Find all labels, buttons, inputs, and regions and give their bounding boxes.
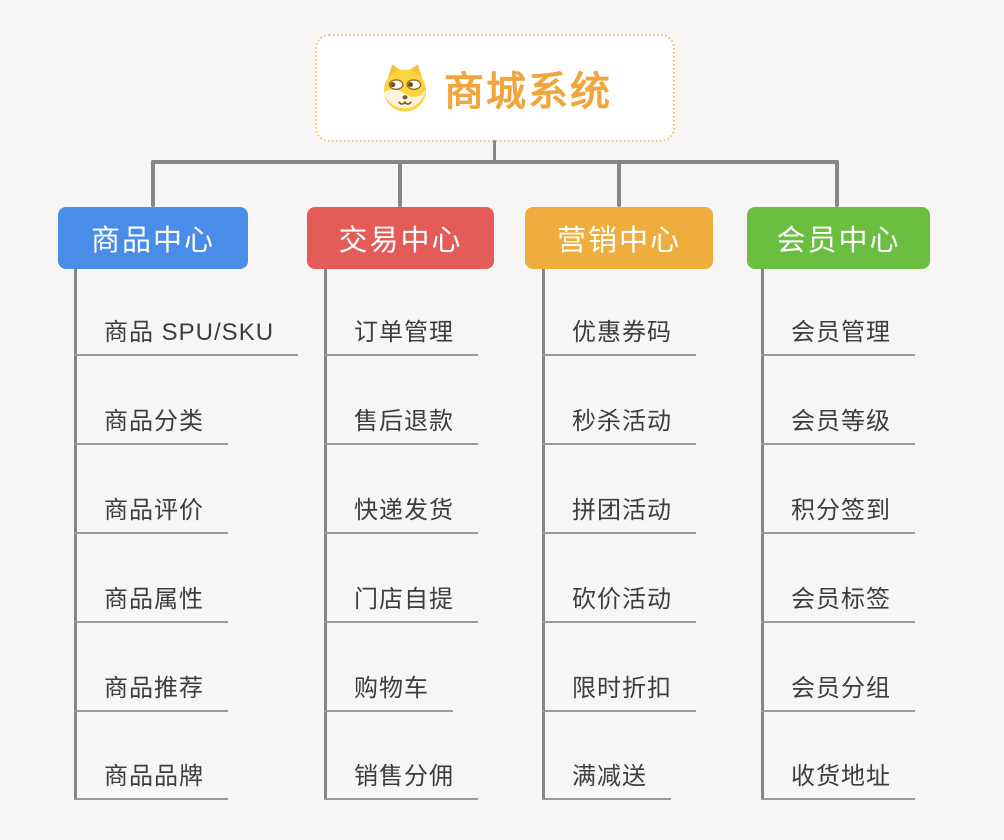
leaf-node-label: 商品推荐 bbox=[104, 675, 204, 702]
leaf-node[interactable]: 商品分类 bbox=[74, 392, 228, 445]
branch-node-label: 交易中心 bbox=[338, 225, 463, 257]
leaf-node-label: 商品评价 bbox=[104, 497, 204, 524]
leaf-node-label: 售后退款 bbox=[354, 408, 454, 435]
leaf-node[interactable]: 订单管理 bbox=[324, 303, 478, 356]
leaf-node[interactable]: 秒杀活动 bbox=[542, 392, 696, 445]
leaf-node-label: 拼团活动 bbox=[572, 497, 672, 524]
connector-root-stub bbox=[492, 140, 497, 163]
leaf-node-label: 会员标签 bbox=[791, 586, 891, 613]
leaf-node[interactable]: 商品 SPU/SKU bbox=[74, 303, 299, 356]
leaf-node[interactable]: 商品推荐 bbox=[74, 659, 228, 712]
leaf-node[interactable]: 购物车 bbox=[324, 659, 453, 712]
leaf-node-label: 秒杀活动 bbox=[572, 408, 672, 435]
leaf-node[interactable]: 优惠券码 bbox=[542, 303, 696, 356]
branch-node-label: 商品中心 bbox=[90, 225, 215, 257]
leaf-node-label: 会员分组 bbox=[791, 675, 891, 702]
connector-trunk-member-center bbox=[761, 269, 764, 800]
leaf-node[interactable]: 会员分组 bbox=[761, 659, 915, 712]
leaf-node-label: 订单管理 bbox=[354, 319, 454, 346]
leaf-node[interactable]: 积分签到 bbox=[761, 481, 915, 534]
leaf-node-label: 积分签到 bbox=[791, 497, 891, 524]
root-node[interactable]: 商城系统 bbox=[315, 34, 675, 142]
branch-node-product-center[interactable]: 商品中心 bbox=[58, 207, 248, 269]
leaf-node-label: 销售分佣 bbox=[354, 763, 454, 790]
leaf-node[interactable]: 会员管理 bbox=[761, 303, 915, 356]
leaf-node-label: 收货地址 bbox=[791, 763, 891, 790]
leaf-node-label: 会员等级 bbox=[791, 408, 891, 435]
leaf-node[interactable]: 拼团活动 bbox=[542, 481, 696, 534]
leaf-node-label: 商品分类 bbox=[104, 408, 204, 435]
leaf-node-label: 会员管理 bbox=[791, 319, 891, 346]
leaf-node[interactable]: 限时折扣 bbox=[542, 659, 696, 712]
leaf-node[interactable]: 快递发货 bbox=[324, 481, 478, 534]
leaf-node-label: 砍价活动 bbox=[572, 586, 672, 613]
leaf-node[interactable]: 会员标签 bbox=[761, 570, 915, 623]
connector-trunk-product-center bbox=[74, 269, 77, 800]
branch-node-label: 会员中心 bbox=[776, 225, 901, 257]
leaf-node-label: 购物车 bbox=[354, 675, 429, 702]
leaf-node[interactable]: 满减送 bbox=[542, 747, 671, 800]
leaf-node[interactable]: 门店自提 bbox=[324, 570, 478, 623]
leaf-node-label: 商品品牌 bbox=[104, 763, 204, 790]
leaf-node[interactable]: 商品评价 bbox=[74, 481, 228, 534]
leaf-node-label: 优惠券码 bbox=[572, 319, 672, 346]
leaf-node[interactable]: 商品品牌 bbox=[74, 747, 228, 800]
leaf-node-label: 满减送 bbox=[572, 763, 647, 790]
leaf-node[interactable]: 会员等级 bbox=[761, 392, 915, 445]
leaf-node[interactable]: 商品属性 bbox=[74, 570, 228, 623]
connector-trunk-marketing-center bbox=[542, 269, 545, 800]
leaf-node-label: 门店自提 bbox=[354, 586, 454, 613]
branch-node-trade-center[interactable]: 交易中心 bbox=[307, 207, 494, 269]
branch-node-label: 营销中心 bbox=[556, 225, 681, 257]
connector-trunk-trade-center bbox=[324, 269, 327, 800]
connector-drop-product-center bbox=[151, 160, 155, 207]
leaf-node[interactable]: 收货地址 bbox=[761, 747, 915, 800]
leaf-node-label: 商品属性 bbox=[104, 586, 204, 613]
leaf-node[interactable]: 销售分佣 bbox=[324, 747, 478, 800]
leaf-node-label: 限时折扣 bbox=[572, 675, 672, 702]
leaf-node[interactable]: 砍价活动 bbox=[542, 570, 696, 623]
connector-drop-trade-center bbox=[398, 160, 402, 207]
root-node-title: 商城系统 bbox=[444, 70, 612, 114]
branch-node-member-center[interactable]: 会员中心 bbox=[747, 207, 930, 269]
leaf-node[interactable]: 售后退款 bbox=[324, 392, 478, 445]
leaf-node-label: 商品 SPU/SKU bbox=[104, 319, 275, 346]
connector-bus bbox=[151, 160, 839, 164]
dog-face-icon bbox=[383, 64, 427, 112]
connector-drop-marketing-center bbox=[617, 160, 621, 207]
connector-drop-member-center bbox=[835, 160, 839, 207]
leaf-node-label: 快递发货 bbox=[354, 497, 454, 524]
branch-node-marketing-center[interactable]: 营销中心 bbox=[525, 207, 713, 269]
